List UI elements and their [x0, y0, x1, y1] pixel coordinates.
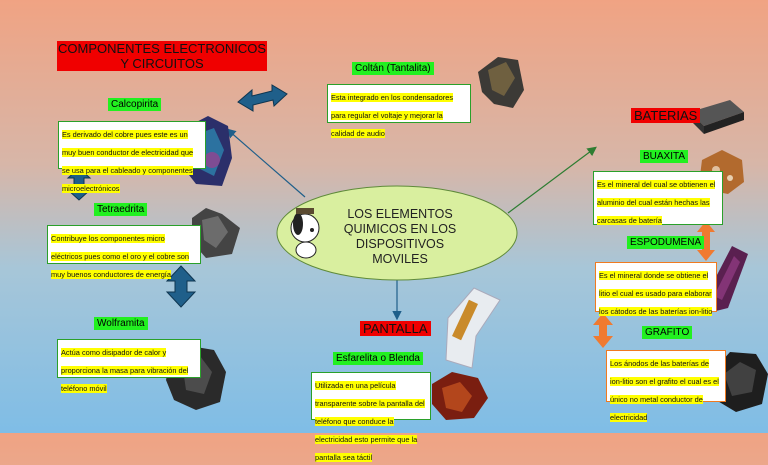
wolframita-label: Wolframita	[94, 317, 148, 330]
buaxita-label: BUAXITA	[640, 150, 689, 163]
tetraedrita-label: Tetraedrita	[94, 203, 148, 216]
double-arrow-tetra-wolf	[165, 265, 197, 308]
snoopy-image	[290, 208, 320, 259]
tetraedrita-description-box: Contribuye los componentes micro eléctri…	[47, 225, 201, 279]
coltan-mineral-image	[478, 57, 524, 108]
phone-screen-image	[445, 287, 501, 369]
center-topic-text: LOS ELEMENTOS QUIMICOS EN LOS DISPOSITIV…	[343, 207, 457, 266]
coltan-description-box: Esta integrado en los condensadores para…	[327, 84, 471, 138]
double-arrow-coltan	[237, 84, 288, 112]
calcopirita-description-box: Es derivado del cobre pues este es un mu…	[58, 121, 206, 193]
espodumena-label: ESPODUMENA	[627, 236, 705, 249]
espodumena-description-box: Es el mineral donde se obtiene el litio …	[595, 262, 717, 316]
tetraedrita-description: Contribuye los componentes micro eléctri…	[51, 234, 190, 279]
buaxita-description: Es el mineral del cual se obtienen el al…	[597, 180, 716, 225]
double-arrow-buax-espo	[697, 221, 715, 261]
tetraedrita-mineral-image	[192, 208, 240, 258]
connector-line-batteries	[507, 146, 597, 214]
buaxita-description-box: Es el mineral del cual se obtienen el al…	[593, 171, 723, 225]
screen-section-title: PANTALLA	[360, 321, 431, 336]
wolframita-description-box: Actúa como disipador de calor y proporci…	[57, 339, 201, 393]
calcopirita-label: Calcopirita	[108, 98, 162, 111]
grafito-label: GRAFITO	[642, 326, 693, 339]
esfarelita-description-box: Utilizada en una película transparente s…	[311, 372, 431, 462]
coltan-label: Coltán (Tantalita)	[352, 62, 434, 75]
grafito-description-box: Los ánodos de las baterías de ion-litio …	[606, 350, 726, 422]
esfarelita-label: Esfarelita o Blenda	[333, 352, 423, 365]
connector-line-electronics	[226, 128, 306, 198]
grafito-mineral-image	[712, 352, 768, 412]
esfarelita-mineral-image	[432, 372, 488, 420]
electronics-section-title: COMPONENTES ELECTRONICOS Y CIRCUITOS	[57, 41, 267, 71]
espodumena-description: Es el mineral donde se obtiene el litio …	[599, 271, 713, 316]
batteries-section-title: BATERIAS	[631, 108, 701, 123]
double-arrow-espo-graf	[593, 313, 613, 348]
center-ellipse	[276, 185, 518, 281]
